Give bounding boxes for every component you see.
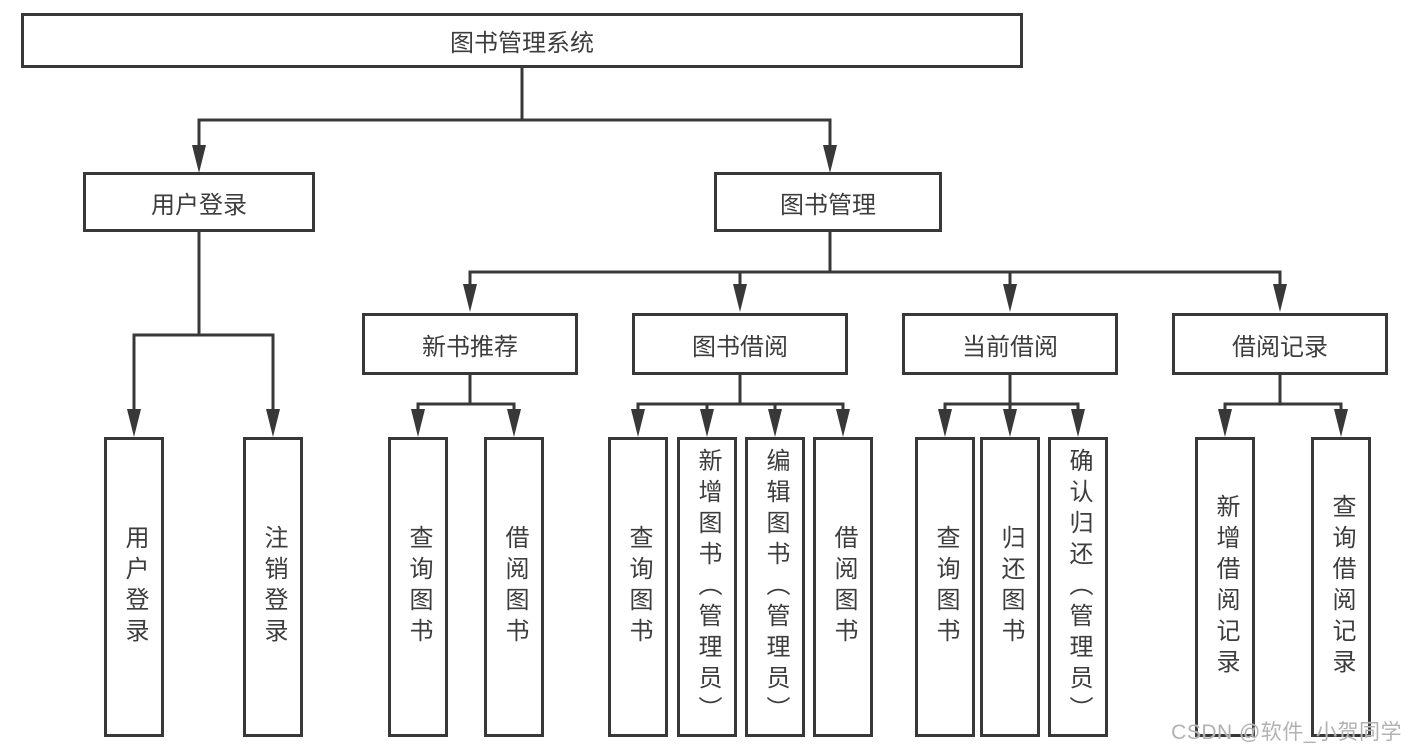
node-leaf-edit-books-admin: 编辑图书（管理员） bbox=[745, 437, 805, 737]
arrowhead bbox=[463, 284, 477, 312]
connector-root-split bbox=[197, 66, 832, 152]
arrowhead bbox=[1071, 409, 1085, 437]
node-leaf-query-books-newbook: 查询图书 bbox=[388, 437, 448, 737]
node-leaf-logout: 注销登录 bbox=[243, 437, 303, 737]
connector-new-book-split bbox=[416, 373, 516, 416]
node-label: 查询借阅记录 bbox=[1328, 494, 1355, 680]
node-leaf-query-books-borrow: 查询图书 bbox=[608, 437, 668, 737]
node-new-book-recommend: 新书推荐 bbox=[362, 313, 578, 375]
node-current-borrowing: 当前借阅 bbox=[902, 313, 1118, 375]
node-label: 查询图书 bbox=[625, 525, 652, 649]
node-label: 确认归还（管理员） bbox=[1065, 447, 1092, 727]
node-label: 新增借阅记录 bbox=[1212, 494, 1239, 680]
arrowhead bbox=[266, 409, 280, 437]
arrowhead bbox=[836, 409, 850, 437]
node-label: 图书管理系统 bbox=[450, 30, 594, 57]
arrowheads bbox=[127, 145, 1348, 437]
arrowhead bbox=[1218, 409, 1232, 437]
node-leaf-query-books-current: 查询图书 bbox=[915, 437, 975, 737]
node-book-management: 图书管理 bbox=[714, 172, 942, 232]
node-leaf-user-login: 用户登录 bbox=[104, 437, 164, 737]
connector-book-mgmt-split bbox=[468, 230, 1282, 292]
node-leaf-query-borrow-record: 查询借阅记录 bbox=[1311, 437, 1371, 737]
node-label: 编辑图书（管理员） bbox=[762, 447, 789, 727]
arrowhead bbox=[1003, 409, 1017, 437]
connector-current-borrow-split bbox=[943, 373, 1080, 416]
arrowhead bbox=[1273, 284, 1287, 312]
arrowhead bbox=[1003, 284, 1017, 312]
node-leaf-add-borrow-record: 新增借阅记录 bbox=[1195, 437, 1255, 737]
connector-user-login-split bbox=[132, 230, 275, 416]
arrowhead bbox=[768, 409, 782, 437]
node-leaf-return-books: 归还图书 bbox=[980, 437, 1040, 737]
node-leaf-borrow-books: 借阅图书 bbox=[813, 437, 873, 737]
node-borrowing-records: 借阅记录 bbox=[1172, 313, 1388, 375]
node-label: 图书管理 bbox=[780, 191, 876, 219]
node-label: 图书借阅 bbox=[692, 333, 788, 361]
node-library-system: 图书管理系统 bbox=[21, 13, 1023, 68]
node-book-borrowing: 图书借阅 bbox=[632, 313, 848, 375]
node-leaf-confirm-return-admin: 确认归还（管理员） bbox=[1048, 437, 1108, 737]
node-label: 查询图书 bbox=[405, 525, 432, 649]
node-user-login: 用户登录 bbox=[83, 172, 315, 232]
arrowhead bbox=[127, 409, 141, 437]
node-label: 归还图书 bbox=[997, 525, 1024, 649]
arrowhead bbox=[700, 409, 714, 437]
node-label: 借阅记录 bbox=[1232, 333, 1328, 361]
connector-book-borrow-split bbox=[636, 373, 845, 416]
arrowhead bbox=[823, 145, 837, 173]
arrowhead bbox=[631, 409, 645, 437]
node-label: 用户登录 bbox=[121, 525, 148, 649]
arrowhead bbox=[733, 284, 747, 312]
arrowhead bbox=[507, 409, 521, 437]
arrowhead bbox=[192, 145, 206, 173]
node-label: 新增图书（管理员） bbox=[694, 447, 721, 727]
node-label: 查询图书 bbox=[932, 525, 959, 649]
arrowhead bbox=[1334, 409, 1348, 437]
node-label: 借阅图书 bbox=[830, 525, 857, 649]
node-label: 用户登录 bbox=[151, 191, 247, 219]
node-label: 借阅图书 bbox=[501, 525, 528, 649]
node-leaf-add-books-admin: 新增图书（管理员） bbox=[677, 437, 737, 737]
arrowhead bbox=[938, 409, 952, 437]
arrowhead bbox=[411, 409, 425, 437]
connector-borrow-record-split bbox=[1223, 373, 1343, 416]
node-label: 注销登录 bbox=[260, 525, 287, 649]
node-label: 新书推荐 bbox=[422, 333, 518, 361]
node-label: 当前借阅 bbox=[962, 333, 1058, 361]
csdn-watermark: CSDN @软件_小贺同学 bbox=[1171, 721, 1402, 744]
node-leaf-borrow-books-newbook: 借阅图书 bbox=[484, 437, 544, 737]
